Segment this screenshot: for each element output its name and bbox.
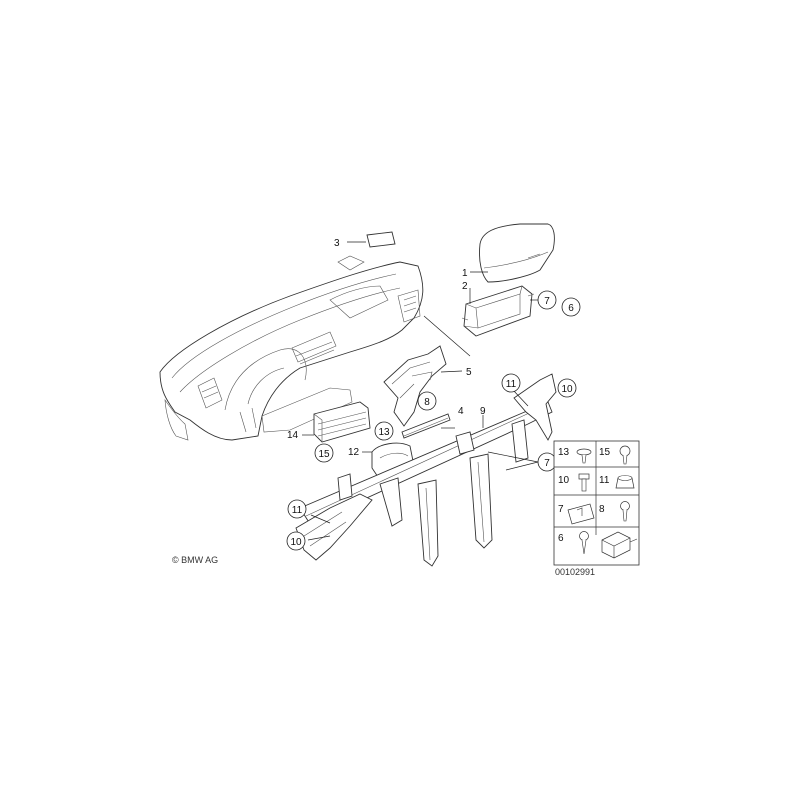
part-14-vent-unit: [313, 401, 371, 443]
callout-3: 3: [334, 238, 340, 249]
svg-text:11: 11: [506, 379, 517, 390]
svg-text:10: 10: [561, 384, 573, 395]
svg-text:1: 1: [462, 268, 468, 279]
part-2-airbag-housing: [461, 285, 535, 337]
svg-text:5: 5: [466, 367, 472, 378]
legend-label-6: 6: [558, 533, 564, 544]
tapping-screw-icon: [579, 531, 589, 555]
legend-label-10: 10: [558, 475, 570, 486]
callout-12: 12: [348, 447, 360, 458]
part-9-cross-beam: [295, 373, 557, 567]
legend-label-8: 8: [599, 504, 605, 515]
part-5-knee-bracket: [383, 345, 447, 427]
leader-line: [423, 315, 471, 357]
callout-13: 13: [374, 421, 394, 441]
svg-text:4: 4: [458, 406, 464, 417]
svg-text:2: 2: [462, 281, 468, 292]
clip-icon: [576, 448, 592, 464]
dashboard-panel: [159, 255, 424, 441]
copyright-text: © BMW AG: [172, 555, 218, 565]
part-4-strip: [401, 413, 451, 439]
svg-text:13: 13: [378, 427, 390, 438]
svg-text:7: 7: [544, 458, 550, 469]
callout-10: 10: [557, 378, 577, 398]
legend-label-11: 11: [599, 475, 610, 486]
callout-9: 9: [480, 406, 486, 417]
part-3-cover: [366, 231, 396, 248]
svg-text:8: 8: [424, 397, 430, 408]
svg-text:11: 11: [292, 505, 303, 516]
bracket-icon: [601, 531, 638, 559]
svg-text:12: 12: [348, 447, 360, 458]
svg-text:9: 9: [480, 406, 486, 417]
svg-text:7: 7: [544, 296, 550, 307]
callout-6: 6: [561, 297, 581, 317]
callout-1: 1: [462, 268, 468, 279]
callout-5: 5: [466, 367, 472, 378]
callout-8: 8: [417, 391, 437, 411]
screw-icon: [619, 445, 631, 465]
callout-7: 7: [537, 290, 557, 310]
spring-nut-icon: [567, 503, 595, 525]
nut-icon: [615, 475, 635, 489]
svg-text:14: 14: [287, 430, 299, 441]
screw-icon: [620, 501, 630, 522]
callout-11: 11: [501, 373, 521, 393]
callout-4: 4: [458, 406, 464, 417]
svg-text:3: 3: [334, 238, 340, 249]
leader-lines: [302, 241, 539, 541]
svg-text:10: 10: [290, 537, 302, 548]
image-number: 00102991: [555, 567, 595, 577]
svg-text:15: 15: [318, 449, 330, 460]
legend-label-7: 7: [558, 504, 564, 515]
svg-text:6: 6: [568, 303, 574, 314]
callout-14: 14: [287, 430, 299, 441]
legend-label-15: 15: [599, 447, 611, 458]
callout-11: 11: [287, 499, 307, 519]
callout-2: 2: [462, 281, 468, 292]
callout-7: 7: [537, 452, 557, 472]
callout-15: 15: [314, 443, 334, 463]
callout-10: 10: [286, 531, 306, 551]
bolt-icon: [578, 473, 590, 492]
part-1-airbag-cover: [479, 223, 555, 283]
legend-label-13: 13: [558, 447, 570, 458]
fastener-legend: 13 15 10 11 7 8: [553, 440, 640, 566]
